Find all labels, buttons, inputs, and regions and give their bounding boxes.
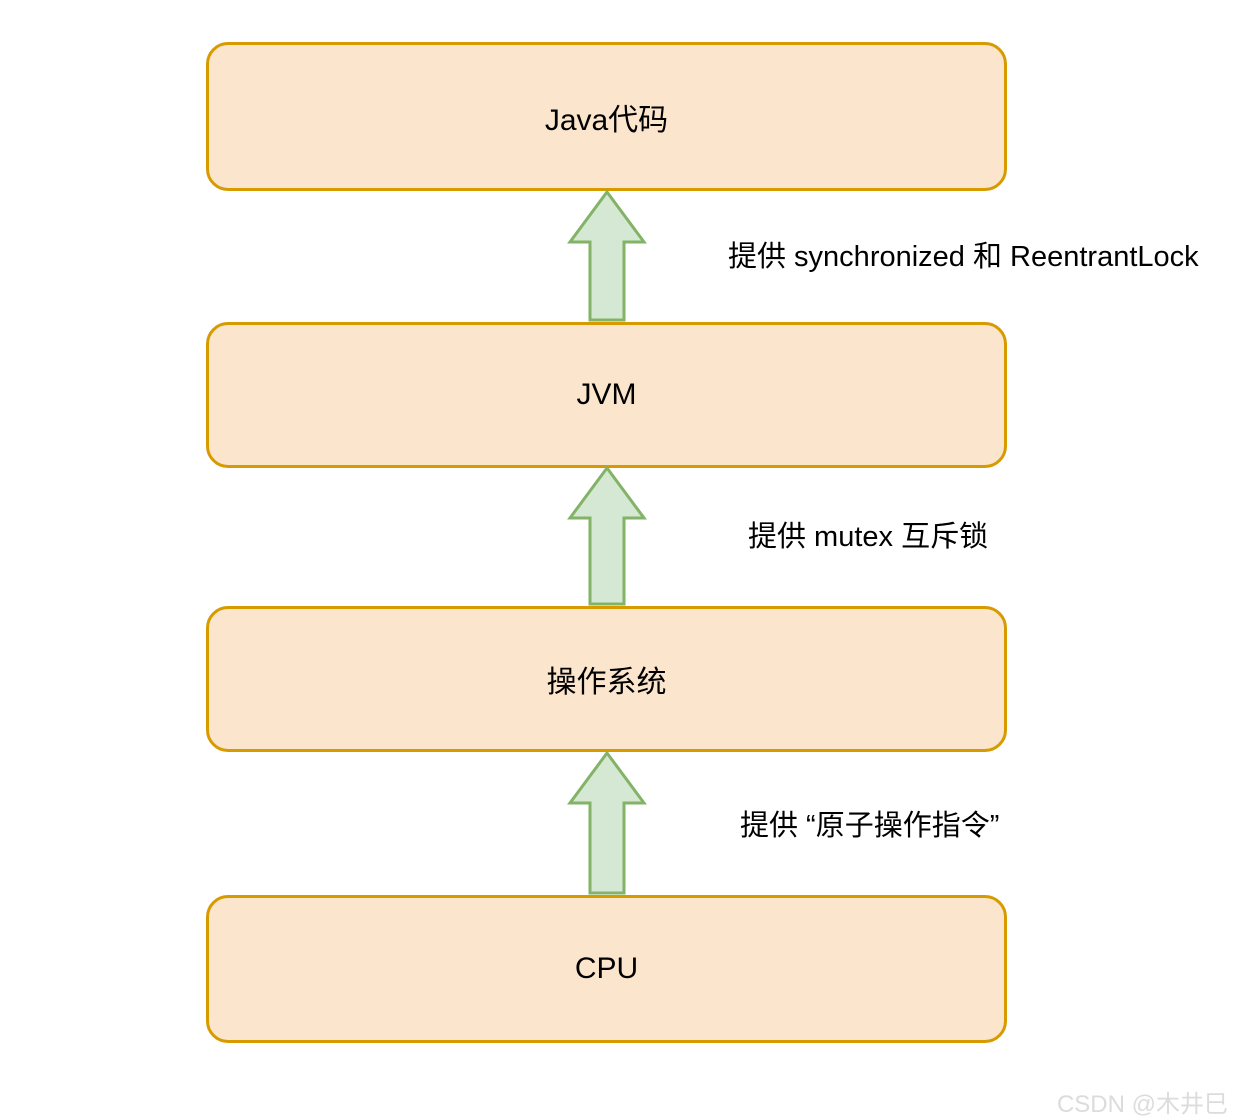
layer-label-java-code: Java代码 — [544, 103, 669, 137]
edge-label-cpu-to-os: 提供 “原子操作指令” — [740, 810, 1000, 842]
up-arrow-icon — [567, 466, 647, 606]
layer-box-java-code: Java代码 — [206, 42, 1007, 191]
edge-label-jvm-to-java: 提供 synchronized 和 ReentrantLock — [728, 241, 1199, 273]
edge-label-os-to-jvm: 提供 mutex 互斥锁 — [748, 521, 989, 553]
up-arrow-icon — [567, 751, 647, 895]
layer-box-jvm: JVM — [206, 322, 1007, 468]
csdn-watermark: CSDN @木井巳 — [1056, 1091, 1228, 1118]
layer-label-operating-system: 操作系统 — [546, 666, 667, 699]
layer-box-cpu: CPU — [206, 895, 1007, 1043]
layer-label-jvm: JVM — [576, 378, 637, 411]
up-arrow-icon — [567, 190, 647, 322]
layer-label-cpu: CPU — [574, 952, 639, 985]
layer-box-operating-system: 操作系统 — [206, 606, 1007, 752]
